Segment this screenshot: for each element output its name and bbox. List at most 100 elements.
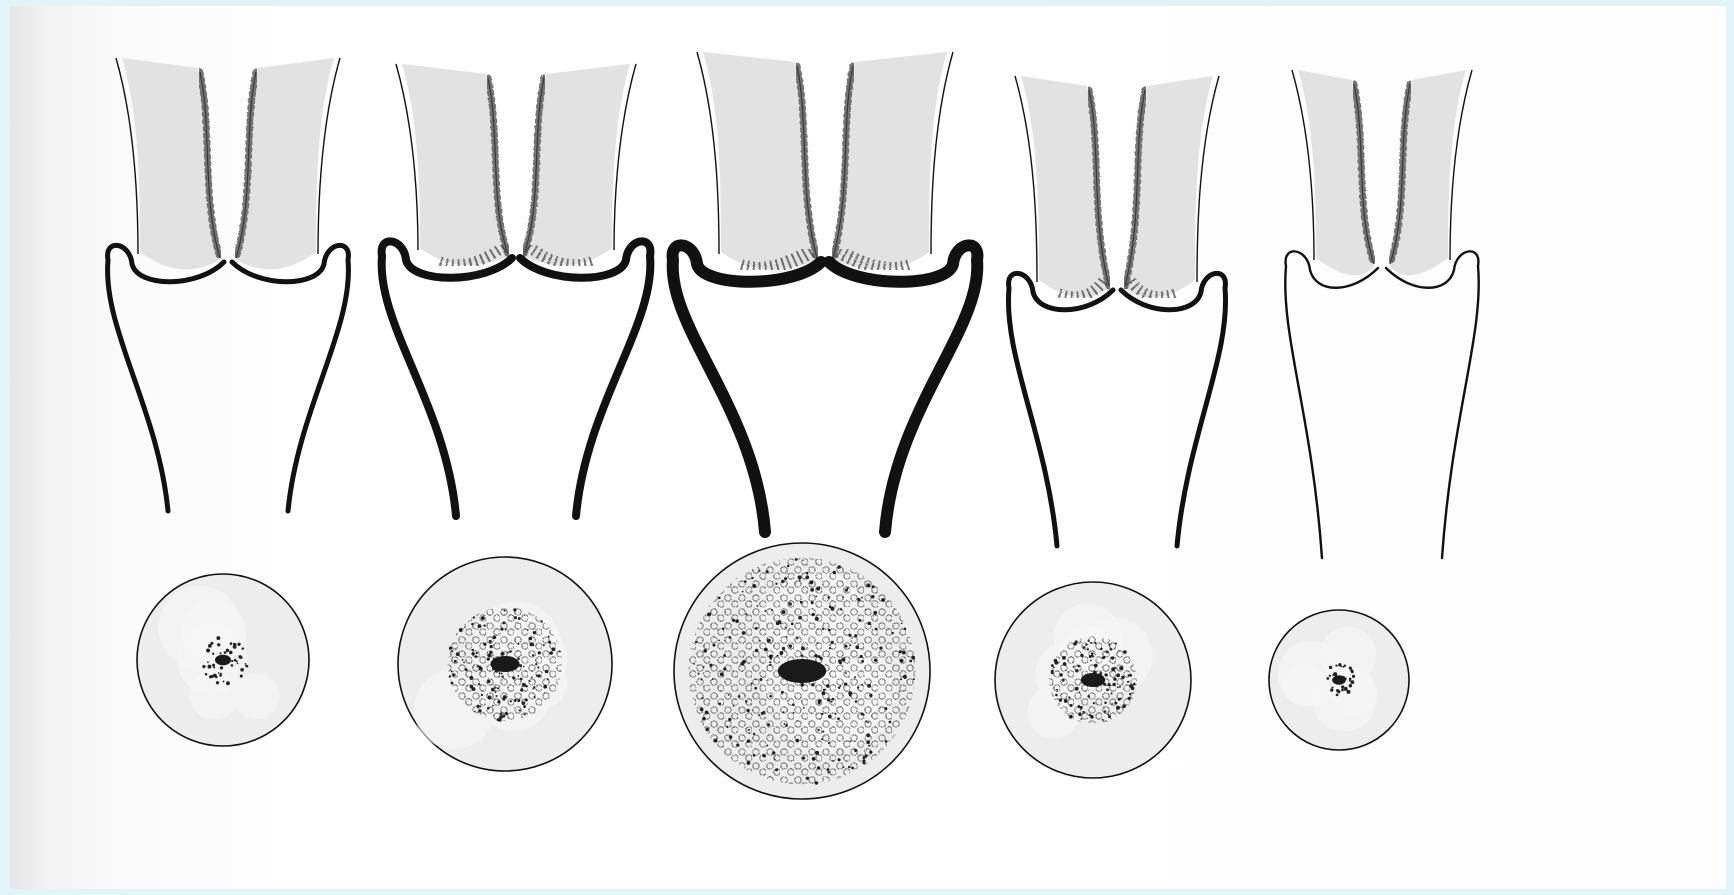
cell-dot <box>1111 692 1113 694</box>
cell-dot <box>472 687 476 691</box>
cell-dot <box>1128 697 1131 700</box>
cell-dot <box>703 666 705 668</box>
cell-dot <box>517 675 519 677</box>
cell-dot <box>793 712 795 714</box>
cell-dot <box>868 745 870 747</box>
cell-dot <box>210 642 213 645</box>
cell-dot <box>1075 687 1079 691</box>
cell-dot <box>216 681 219 684</box>
cell-dot <box>489 640 492 643</box>
cell-dot <box>701 678 703 680</box>
panel-5 <box>1269 70 1479 750</box>
cell-dot <box>753 733 755 735</box>
cell-dot <box>518 617 521 620</box>
cell-dot <box>1336 693 1339 696</box>
cell-dot <box>1133 683 1136 686</box>
ovum-section <box>137 574 309 746</box>
cell-dot <box>1090 660 1092 662</box>
cell-dot <box>499 673 501 675</box>
cell-dot <box>522 683 526 687</box>
cell-dot <box>820 657 823 660</box>
cell-dot <box>700 708 704 712</box>
cell-dot <box>1108 715 1111 718</box>
cell-dot <box>850 644 852 646</box>
cell-dot <box>831 641 834 644</box>
cell-dot <box>788 602 791 605</box>
cell-dot <box>781 691 784 694</box>
cell-dot <box>475 655 478 658</box>
cell-dot <box>1075 669 1078 672</box>
cell-dot <box>848 634 851 637</box>
cell-dot <box>776 621 780 625</box>
cell-dot <box>449 675 451 677</box>
cell-dot <box>871 595 874 598</box>
cell-dot <box>535 663 537 665</box>
cell-dot <box>1329 675 1331 677</box>
cell-dot <box>806 572 809 575</box>
cell-dot <box>789 645 792 648</box>
cell-dot <box>769 664 771 666</box>
cell-dot <box>220 673 222 675</box>
cell-dot <box>1100 648 1103 651</box>
cell-dot <box>702 717 706 721</box>
cell-dot <box>538 674 541 677</box>
cell-dot <box>837 717 840 720</box>
cell-dot <box>1102 719 1104 721</box>
cell-dot <box>867 684 871 688</box>
cell-dot <box>548 636 550 638</box>
cell-dot <box>762 754 766 758</box>
cell-dot <box>844 682 847 685</box>
cell-dot <box>1063 662 1067 666</box>
cell-dot <box>850 740 852 742</box>
cell-dot <box>785 627 787 629</box>
cell-dot <box>479 666 482 669</box>
cell-dot <box>884 707 887 710</box>
cell-dot <box>829 647 831 649</box>
cell-dot <box>866 733 870 737</box>
cell-dot <box>772 751 775 754</box>
cell-dot <box>532 643 535 646</box>
cell-dot <box>230 642 233 645</box>
cell-dot <box>1114 702 1117 705</box>
cell-dot <box>224 651 227 654</box>
cell-dot <box>855 700 858 703</box>
cell-dot <box>705 711 709 715</box>
cell-dot <box>237 643 240 646</box>
cell-dot <box>781 580 784 583</box>
cell-dot <box>835 713 837 715</box>
cell-dot <box>240 668 244 672</box>
cell-dot <box>740 662 744 666</box>
cell-dot <box>753 754 756 757</box>
cell-dot <box>1121 676 1124 679</box>
cell-dot <box>728 694 730 696</box>
cell-dot <box>868 622 872 626</box>
cell-dot <box>695 641 698 644</box>
cell-dot <box>831 698 834 701</box>
cell-dot <box>874 658 877 661</box>
cell-dot <box>459 628 463 632</box>
cell-dot <box>822 628 824 630</box>
cell-dot <box>213 666 215 668</box>
cell-dot <box>838 687 840 689</box>
cell-dot <box>811 601 814 604</box>
cell-dot <box>206 649 210 653</box>
cell-dot <box>911 656 915 660</box>
cell-dot <box>732 619 735 622</box>
cell-dot <box>1117 686 1119 688</box>
cell-dot <box>229 651 233 655</box>
cell-dot <box>527 629 529 631</box>
cell-dot <box>1349 684 1352 687</box>
cell-dot <box>869 751 872 754</box>
cell-dot <box>806 777 809 780</box>
cell-dot <box>798 616 802 620</box>
cell-dot <box>866 583 870 587</box>
cell-dot <box>811 683 814 686</box>
cell-dot <box>1093 702 1095 704</box>
cell-dot <box>500 712 503 715</box>
cell-dot <box>216 636 220 640</box>
cell-dot <box>491 688 495 692</box>
cell-dot <box>821 691 825 695</box>
cell-dot <box>815 781 818 784</box>
cell-dot <box>452 673 455 676</box>
cell-dot <box>759 678 762 681</box>
